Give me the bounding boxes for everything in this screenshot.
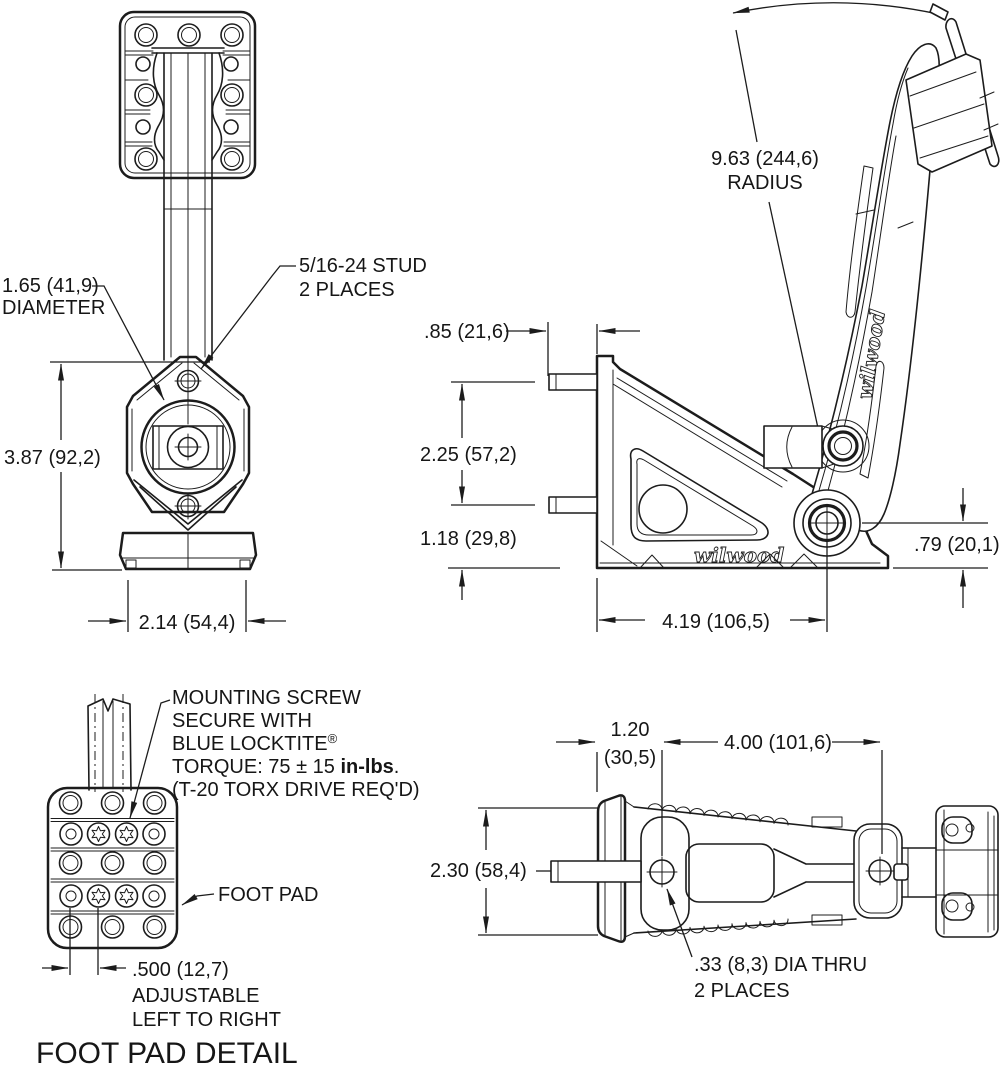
pedal-arm: wilwood bbox=[811, 43, 941, 532]
foot-pad-outline bbox=[46, 786, 179, 950]
mounting-screw-note-l2: SECURE WITH bbox=[172, 710, 312, 732]
pedal-body-top bbox=[633, 803, 857, 937]
footpad-detail-view: MOUNTING SCREW SECURE WITH BLUE LOCKTITE… bbox=[36, 687, 420, 1070]
hole-callout-label2: 2 PLACES bbox=[694, 980, 790, 1002]
adjustable-label2: LEFT TO RIGHT bbox=[132, 1009, 281, 1031]
dim-pivot-height-label: .79 (20,1) bbox=[914, 534, 1000, 556]
thru-holes-top bbox=[646, 856, 895, 888]
upper-stud-hole bbox=[174, 367, 202, 395]
mounting-screw-note-l1: MOUNTING SCREW bbox=[172, 687, 361, 709]
front-view: 1.65 (41,9) DIAMETER 5/16-24 STUD 2 PLAC… bbox=[2, 10, 427, 634]
view-title: FOOT PAD DETAIL bbox=[36, 1037, 298, 1070]
dim-radius-label: 9.63 (244,6) bbox=[711, 148, 819, 170]
top-view-dimensions: 1.20 (30,5) 4.00 (101,6) 2.30 (58,4) .33… bbox=[430, 719, 883, 1002]
stud-callout-label2: 2 PLACES bbox=[299, 279, 395, 301]
mounting-screw-note-l3: BLUE LOCKTITE® bbox=[172, 731, 338, 755]
plate-holes bbox=[134, 23, 244, 171]
foot-pad-holes bbox=[58, 791, 167, 939]
dim-lower-stud-label: 1.18 (29,8) bbox=[420, 528, 517, 550]
bracket-pocket bbox=[629, 448, 769, 542]
wilwood-logo-base: wilwood bbox=[694, 543, 784, 567]
side-view-dimensions: .85 (21,6) 2.25 (57,2) 1.18 (29,8) .79 (… bbox=[420, 321, 1000, 633]
dim-pad-offset-label: 1.20 bbox=[611, 719, 650, 741]
pedal-shaft-top bbox=[685, 843, 857, 903]
dim-width-label: 2.14 (54,4) bbox=[139, 612, 236, 634]
foot-pad-divider-lines bbox=[50, 818, 175, 915]
mounting-screw-note-l5: (T-20 TORX DRIVE REQ'D) bbox=[172, 779, 420, 801]
lightening-hole bbox=[638, 484, 688, 534]
dim-diameter-label2: DIAMETER bbox=[2, 297, 105, 319]
front-view-dimensions: 1.65 (41,9) DIAMETER 5/16-24 STUD 2 PLAC… bbox=[2, 255, 427, 634]
mount-flange-top bbox=[901, 805, 999, 938]
lower-stud-hole bbox=[174, 492, 202, 520]
pad-bottom-front bbox=[118, 531, 258, 571]
dim-pad-height-label: 2.30 (58,4) bbox=[430, 860, 527, 882]
dim-stud-protrusion-label: .85 (21,6) bbox=[424, 321, 510, 343]
dim-radius-label2: RADIUS bbox=[727, 172, 803, 194]
pedal-pad-side bbox=[905, 3, 1000, 173]
clevis-bolt bbox=[822, 425, 864, 467]
pedal-shaft-detail bbox=[87, 694, 132, 792]
bracket-studs-side bbox=[548, 373, 598, 514]
dim-diameter-label: 1.65 (41,9) bbox=[2, 275, 99, 297]
bracket-stud-top bbox=[550, 860, 642, 883]
radius-arc bbox=[732, 2, 939, 15]
pivot-hub-front bbox=[125, 355, 251, 531]
mounting-screw-note-l4: TORQUE: 75 ± 15 in-lbs. bbox=[172, 756, 399, 778]
stud-callout-label: 5/16-24 STUD bbox=[299, 255, 427, 277]
foot-pad-label: FOOT PAD bbox=[218, 884, 318, 906]
adjustable-label: ADJUSTABLE bbox=[132, 985, 259, 1007]
dim-pad-offset-label2: (30,5) bbox=[604, 747, 656, 769]
pedal-shaft-front bbox=[151, 47, 225, 425]
top-view: 1.20 (30,5) 4.00 (101,6) 2.30 (58,4) .33… bbox=[430, 719, 999, 1002]
hole-callout-label: .33 (8,3) DIA THRU bbox=[694, 954, 867, 976]
dim-base-length-label: 4.19 (106,5) bbox=[662, 611, 770, 633]
dim-hole-spacing-label: 4.00 (101,6) bbox=[724, 732, 832, 754]
dim-stud-spacing-label: 2.25 (57,2) bbox=[420, 444, 517, 466]
dim-height-label: 3.87 (92,2) bbox=[4, 447, 101, 469]
side-view: 9.63 (244,6) RADIUS wilwood wilwood bbox=[420, 2, 1000, 633]
arm-slot bbox=[845, 165, 874, 318]
plate-divider-lines bbox=[124, 50, 251, 147]
torx-screw bbox=[86, 822, 111, 846]
dim-hole-spacing-label: .500 (12,7) bbox=[132, 959, 229, 981]
footpad-annotations: MOUNTING SCREW SECURE WITH BLUE LOCKTITE… bbox=[36, 687, 420, 1070]
